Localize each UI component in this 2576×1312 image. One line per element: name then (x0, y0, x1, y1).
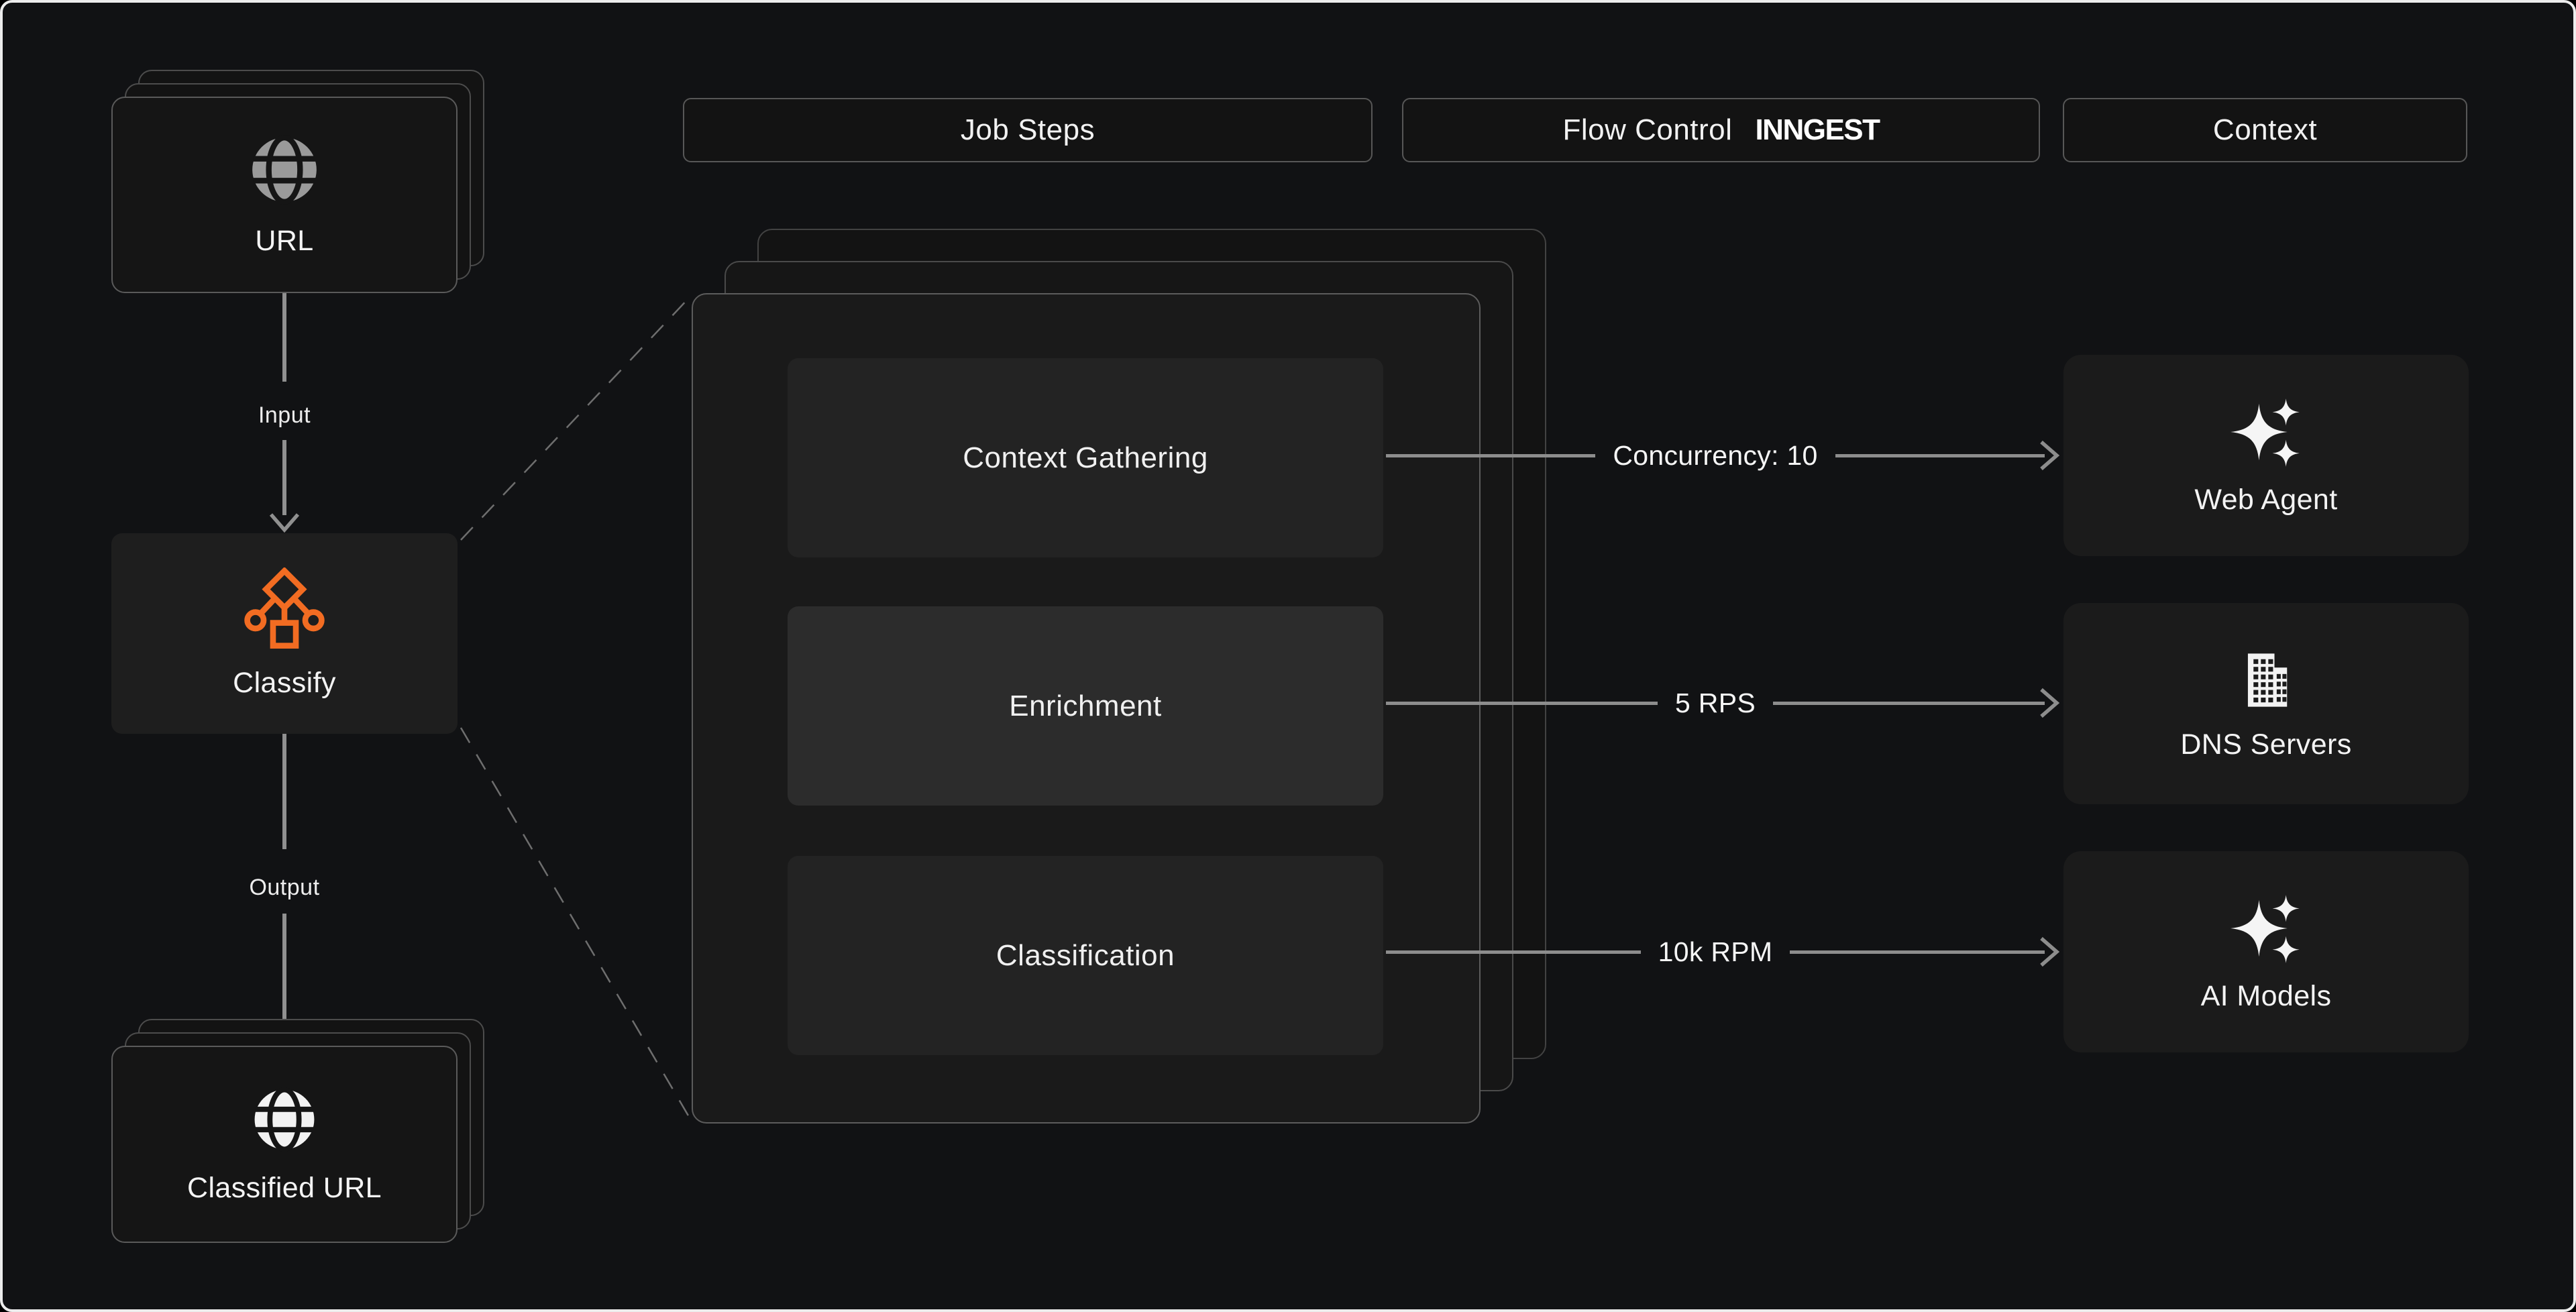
flow-arrow-concurrency: Concurrency: 10 (1386, 439, 2060, 472)
globe-icon (254, 1087, 315, 1152)
flow-arrow-label: 5 RPS (1675, 687, 1756, 718)
flow-control-header-label: Flow Control (1562, 113, 1733, 146)
decision-tree-icon (244, 567, 325, 649)
arrow-line (1386, 701, 1658, 705)
step-context-gathering: Context Gathering (788, 358, 1383, 557)
output-label: Output (249, 875, 320, 900)
step-label: Enrichment (1009, 689, 1162, 722)
flow-arrow-label: 10k RPM (1658, 936, 1773, 967)
step-classification: Classification (788, 856, 1383, 1055)
right-arrowhead-icon (2040, 688, 2059, 718)
input-arrow-line-top (282, 293, 286, 382)
sparkles-icon (2231, 894, 2300, 963)
arrow-line (1790, 950, 2045, 954)
context-card-label: DNS Servers (2180, 728, 2352, 761)
context-card-ai-models: AI Models (2063, 851, 2469, 1052)
input-arrowhead-icon (269, 513, 300, 533)
globe-icon (252, 134, 317, 205)
output-arrow-line-bottom (282, 914, 286, 1020)
header-flow-control: Flow Control INNGEST (1402, 98, 2040, 162)
classified-url-card-label: Classified URL (187, 1171, 382, 1204)
classified-url-card: Classified URL (111, 1046, 458, 1243)
context-card-dns-servers: DNS Servers (2063, 603, 2469, 804)
flow-arrow-rpm: 10k RPM (1386, 936, 2059, 968)
context-card-web-agent: Web Agent (2063, 355, 2469, 556)
header-job-steps: Job Steps (683, 98, 1373, 162)
context-card-label: AI Models (2200, 979, 2332, 1012)
step-label: Classification (996, 938, 1175, 972)
job-steps-header-label: Job Steps (960, 113, 1095, 146)
url-card: URL (111, 97, 458, 293)
classify-card: Classify (111, 533, 458, 734)
context-card-label: Web Agent (2194, 483, 2338, 516)
arrow-line (1386, 453, 1596, 457)
header-context: Context (2063, 98, 2467, 162)
classify-card-label: Classify (233, 667, 336, 699)
inngest-logo: INNGEST (1755, 113, 1880, 146)
sparkles-icon (2231, 398, 2300, 467)
input-label: Input (258, 402, 311, 428)
input-arrow-line-bottom (282, 440, 286, 515)
flow-arrow-rps: 5 RPS (1386, 687, 2059, 719)
right-arrowhead-icon (2040, 936, 2059, 967)
arrow-line (1773, 701, 2045, 705)
arrow-line (1835, 453, 2045, 457)
url-card-label: URL (255, 225, 314, 257)
step-enrichment: Enrichment (788, 606, 1383, 806)
context-header-label: Context (2212, 113, 2318, 146)
flow-arrow-label: Concurrency: 10 (1613, 439, 1818, 471)
step-label: Context Gathering (963, 441, 1208, 474)
right-arrowhead-icon (2040, 440, 2060, 471)
building-icon (2247, 653, 2288, 707)
arrow-line (1386, 950, 1641, 954)
output-arrow-line-top (282, 734, 286, 849)
dashed-connector-lines (460, 295, 692, 1121)
